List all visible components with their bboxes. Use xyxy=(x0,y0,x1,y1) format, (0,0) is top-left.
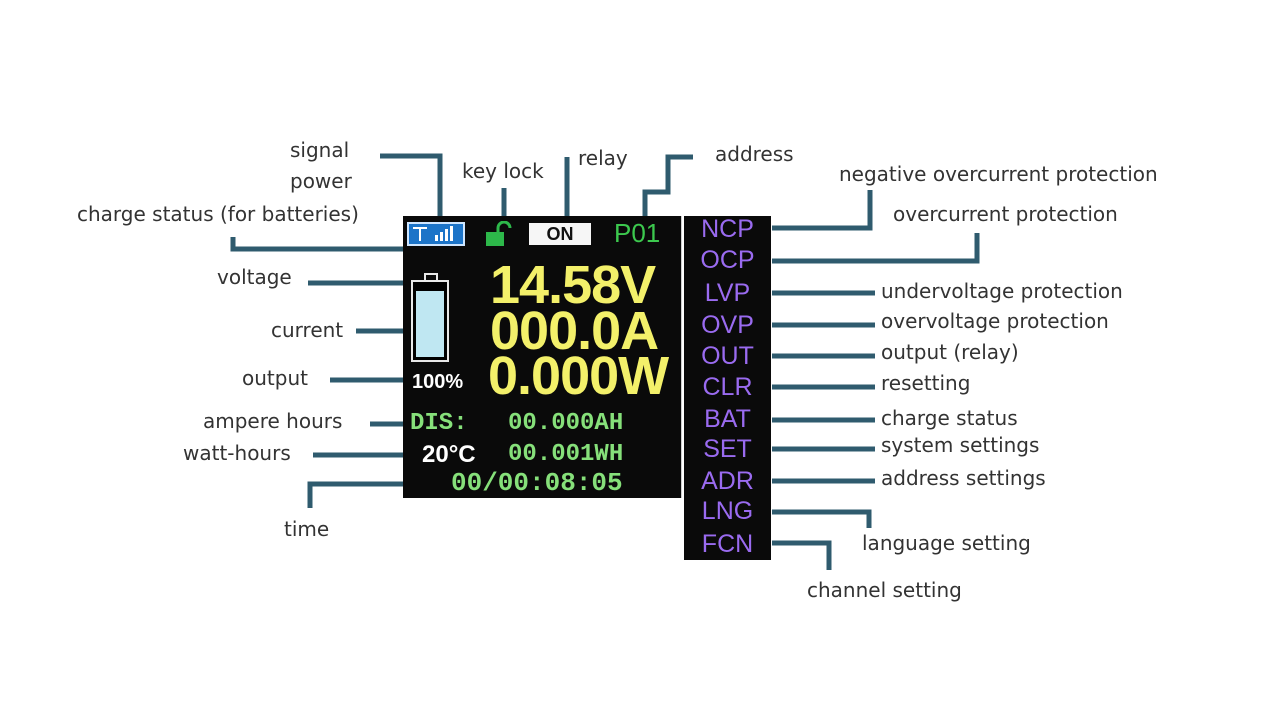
leader-signal xyxy=(380,153,443,225)
label-out: output (relay) xyxy=(881,340,1019,364)
battery-level-fill xyxy=(416,291,444,357)
power-value: 0.000W xyxy=(488,346,669,406)
leader-time xyxy=(307,481,440,508)
voltage-value: 14.58V xyxy=(490,255,656,315)
watt-hours-value: 00.001WH xyxy=(508,441,624,468)
time-value: 00/00:08:05 xyxy=(451,468,623,498)
label-power: power xyxy=(290,169,352,193)
battery-percent: 100% xyxy=(412,371,464,393)
leader-ocp xyxy=(772,233,980,264)
label-ampere-hours: ampere hours xyxy=(203,409,343,433)
address-value: P01 xyxy=(614,218,661,248)
label-relay: relay xyxy=(578,146,628,170)
label-time: time xyxy=(284,517,330,541)
relay-state: ON xyxy=(529,223,591,245)
temperature-value: 20°C xyxy=(422,441,476,468)
lcd-screen xyxy=(403,216,681,498)
leader-ncp xyxy=(772,190,873,231)
ampere-hours-value: 00.000AH xyxy=(508,410,624,437)
label-current: current xyxy=(271,318,344,342)
menu-ocp[interactable]: OCP xyxy=(700,246,755,274)
label-fcn: channel setting xyxy=(807,578,962,602)
label-ncp: negative overcurrent protection xyxy=(839,162,1158,186)
label-clr: resetting xyxy=(881,371,971,395)
menu-adr[interactable]: ADR xyxy=(701,467,754,495)
menu-bat[interactable]: BAT xyxy=(704,405,751,433)
menu-set[interactable]: SET xyxy=(703,435,752,463)
signal-icon xyxy=(407,222,465,246)
label-adr: address settings xyxy=(881,466,1046,490)
label-charge-status-batteries: charge status (for batteries) xyxy=(77,202,359,226)
lock-open-icon xyxy=(484,220,514,247)
function-menu xyxy=(684,216,771,560)
label-signal: signal xyxy=(290,138,350,162)
menu-lvp[interactable]: LVP xyxy=(704,279,751,307)
label-watt-hours: watt-hours xyxy=(183,441,291,465)
screen-divider-right xyxy=(680,216,682,498)
label-voltage: voltage xyxy=(217,265,292,289)
label-set: system settings xyxy=(881,433,1040,457)
label-key-lock: key lock xyxy=(462,159,544,183)
label-ovp: overvoltage protection xyxy=(881,309,1109,333)
menu-lng[interactable]: LNG xyxy=(701,497,754,525)
leader-fcn xyxy=(772,540,832,570)
label-bat: charge status xyxy=(881,406,1018,430)
mode-label: DIS: xyxy=(410,410,468,437)
label-address: address xyxy=(715,142,794,166)
label-lng: language setting xyxy=(862,531,1031,555)
label-lvp: undervoltage protection xyxy=(881,279,1123,303)
battery-cap xyxy=(424,273,438,281)
label-output: output xyxy=(242,366,308,390)
menu-ovp[interactable]: OVP xyxy=(701,311,754,339)
menu-ncp[interactable]: NCP xyxy=(701,215,754,243)
menu-out[interactable]: OUT xyxy=(701,342,754,370)
leader-lng xyxy=(772,509,872,528)
battery-icon xyxy=(411,280,449,362)
menu-clr[interactable]: CLR xyxy=(702,373,753,401)
leader-address xyxy=(642,154,693,218)
menu-fcn[interactable]: FCN xyxy=(701,530,754,558)
label-ocp: overcurrent protection xyxy=(893,202,1118,226)
current-value: 000.0A xyxy=(490,301,659,361)
